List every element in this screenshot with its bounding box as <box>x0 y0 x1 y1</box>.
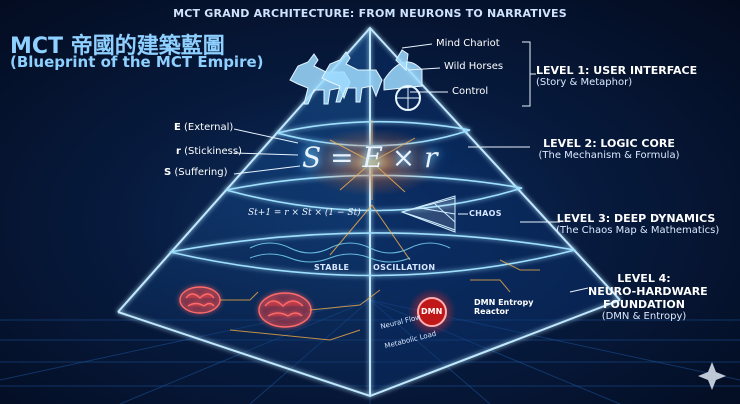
label-dmn-reactor-line1: DMN Entropy <box>474 298 534 307</box>
level-2-label: LEVEL 2: LOGIC CORE (The Mechanism & For… <box>534 137 684 161</box>
level-1-title: LEVEL 1: USER INTERFACE <box>536 64 698 77</box>
dmn-core-icon <box>417 297 447 327</box>
label-dmn: DMN <box>421 307 443 316</box>
callout-wild-horses: Wild Horses <box>444 61 504 72</box>
oscillation-wave <box>249 242 451 263</box>
level-1-label: LEVEL 1: USER INTERFACE (Story & Metapho… <box>536 64 698 88</box>
sparkle-icon <box>698 362 726 390</box>
callout-mind-chariot: Mind Chariot <box>436 38 500 49</box>
level-2-title: LEVEL 2: LOGIC CORE <box>543 137 675 150</box>
level-4-title-line3: FOUNDATION <box>603 298 685 311</box>
level-3-subtitle: (The Chaos Map & Mathematics) <box>556 225 720 236</box>
energy-sparks <box>329 120 416 261</box>
level-4-title-line2: NEURO-HARDWARE <box>588 285 708 298</box>
level-3-title: LEVEL 3: DEEP DYNAMICS <box>556 212 716 225</box>
variable-s: S (Suffering) <box>164 167 228 178</box>
variable-r-symbol: r <box>176 146 181 157</box>
label-chaos: CHAOS <box>469 209 502 218</box>
variable-r-desc: (Stickiness) <box>180 146 242 157</box>
variable-e-symbol: E <box>174 122 181 133</box>
level-4-title-line1: LEVEL 4: <box>617 272 671 285</box>
variable-r: r (Stickiness) <box>176 146 242 157</box>
top-title: MCT GRAND ARCHITECTURE: FROM NEURONS TO … <box>173 7 567 20</box>
level-4-subtitle: (DMN & Entropy) <box>601 311 687 322</box>
label-dmn-reactor-line2: Reactor <box>474 307 509 316</box>
circuit-traces <box>220 259 540 341</box>
level-1-subtitle: (Story & Metaphor) <box>536 77 633 88</box>
variable-s-symbol: S <box>164 167 172 178</box>
title-chinese: MCT 帝國的建築藍圖 <box>10 34 225 59</box>
chariot-horses-icon <box>289 49 423 111</box>
level-4-label: LEVEL 4: NEURO-HARDWARE FOUNDATION (DMN … <box>588 272 708 322</box>
label-stable: STABLE <box>314 263 350 272</box>
variable-e-desc: (External) <box>180 122 234 133</box>
formula-main: S = E × r <box>302 141 438 174</box>
formula-recurrence: St+1 = r × St × (1 − St) <box>248 208 361 218</box>
title-english: (Blueprint of the MCT Empire) <box>10 53 264 71</box>
level-2-subtitle: (The Mechanism & Formula) <box>538 150 680 161</box>
callout-lines <box>233 41 589 293</box>
variable-e: E (External) <box>174 122 233 133</box>
label-oscillation: OSCILLATION <box>373 263 436 272</box>
variable-s-desc: (Suffering) <box>171 167 228 178</box>
callout-control: Control <box>452 86 489 97</box>
brain-icon <box>179 286 312 328</box>
chaos-map-icon <box>400 195 456 233</box>
level-3-label: LEVEL 3: DEEP DYNAMICS (The Chaos Map & … <box>556 212 720 236</box>
label-dmn-reactor: DMN Entropy Reactor <box>474 298 533 316</box>
